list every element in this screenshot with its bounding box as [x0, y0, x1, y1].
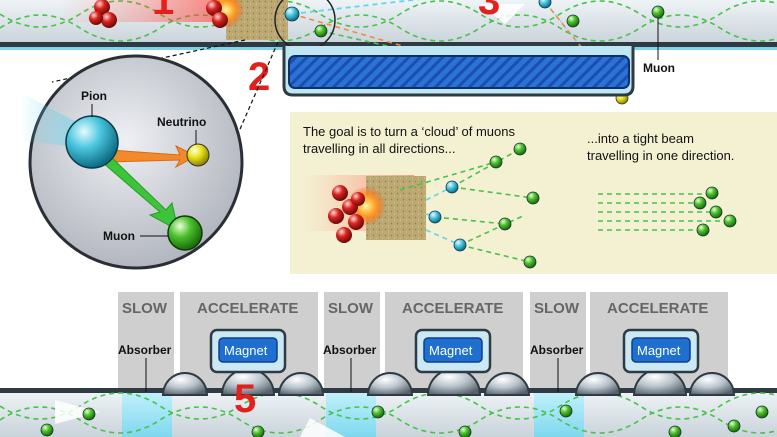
- pion-ball: [65, 115, 119, 169]
- proton-ball: [332, 185, 348, 201]
- magnet-box: [631, 337, 691, 363]
- goal-text-line1: The goal is to turn a ‘cloud’ of muons: [303, 124, 515, 139]
- absorber-label: Absorber: [530, 343, 584, 357]
- proton-ball: [89, 11, 103, 25]
- stage-title: SLOW: [328, 300, 374, 317]
- proton-ball: [206, 0, 222, 16]
- muon-circle-label: Muon: [103, 229, 135, 243]
- neutrino-ball: [186, 143, 210, 167]
- step-number-2: 2: [248, 55, 270, 99]
- stage-title: SLOW: [122, 300, 168, 317]
- absorber-label: Absorber: [118, 343, 172, 357]
- proton-ball: [101, 12, 117, 28]
- bottom-beam-pipe: [0, 388, 777, 437]
- magnet-box: [423, 337, 483, 363]
- proton-ball: [348, 214, 364, 230]
- proton-ball: [212, 12, 228, 28]
- magnet-box: [218, 337, 278, 363]
- magnet-label: Magnet: [637, 343, 681, 358]
- goal-text-line2: travelling in all directions...: [303, 141, 455, 156]
- proton-ball: [336, 227, 352, 243]
- rf-cavities: [161, 368, 736, 396]
- magnet-label: Magnet: [224, 343, 268, 358]
- proton-ball: [328, 208, 344, 224]
- goal-text-line4: travelling in one direction.: [587, 148, 734, 163]
- stage-title: ACCELERATE: [607, 300, 708, 317]
- stage-boxes: [118, 292, 728, 392]
- decay-channel: [282, 46, 635, 97]
- step-number-1: 1: [152, 0, 174, 23]
- proton-ball: [351, 192, 365, 206]
- magnet-label: Magnet: [429, 343, 473, 358]
- goal-panel: [290, 112, 777, 274]
- stage-title: ACCELERATE: [402, 300, 503, 317]
- goal-text-line3: ...into a tight beam: [587, 131, 694, 146]
- stage-title: ACCELERATE: [197, 300, 298, 317]
- stage-title: SLOW: [534, 300, 580, 317]
- magnets: [209, 328, 700, 374]
- pion-label: Pion: [81, 89, 107, 103]
- muon-top-label: Muon: [643, 61, 675, 75]
- step-number-3: 3: [478, 0, 500, 23]
- muon-ball: [167, 215, 203, 251]
- neutrino-label: Neutrino: [157, 115, 206, 129]
- zoom-circle: [20, 54, 244, 270]
- proton-ball: [94, 0, 110, 15]
- step-number-5: 5: [234, 377, 256, 421]
- absorber-label: Absorber: [323, 343, 377, 357]
- stage-box-slow: [324, 292, 380, 392]
